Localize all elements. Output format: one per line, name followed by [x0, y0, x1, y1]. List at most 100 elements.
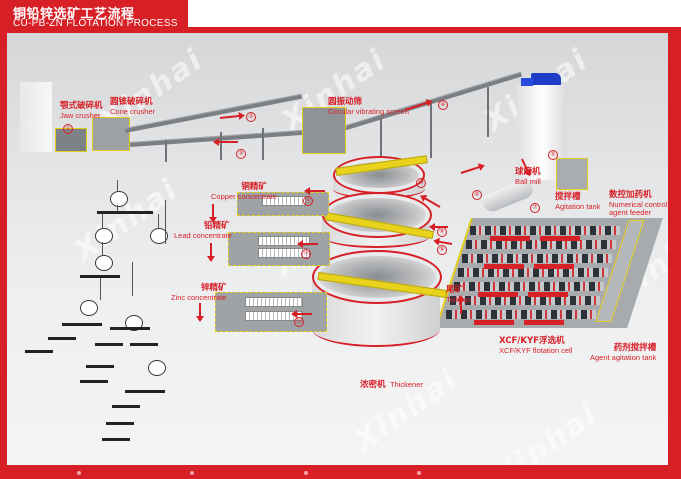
flowsheet-classifier-bar	[80, 275, 120, 278]
page-title-en: CU-PB-ZN FLOTATION PROCESS	[13, 18, 178, 29]
flowsheet-node	[80, 300, 98, 316]
flow-arrow	[218, 141, 238, 143]
label-numerical-control-agent-feeder: 数控加药机 Numerical control agent feeder	[609, 190, 669, 218]
cell-tag	[474, 320, 514, 325]
label-cn: 尾矿	[446, 285, 464, 295]
cell-tag	[528, 292, 568, 297]
decoration-dot	[417, 471, 421, 475]
flow-arrow	[296, 313, 312, 315]
label-en: XCF/KYF flotation cell	[499, 345, 573, 355]
step-marker: ⑨	[437, 245, 447, 255]
flotation-cell-row	[450, 296, 600, 305]
zinc-filter-press	[245, 311, 303, 321]
cell-tag	[540, 236, 580, 241]
step-marker: ⑦	[530, 203, 540, 213]
label-copper-concentrate: 铜精矿 Copper concentrate	[211, 182, 277, 201]
flowsheet-connector	[102, 242, 103, 255]
conveyor-leg	[430, 103, 432, 158]
flowsheet-connector	[117, 180, 118, 191]
label-thickener: 浓密机 Thickener	[360, 374, 423, 392]
label-jaw-crusher: 颚式破碎机 Jaw crusher	[60, 101, 103, 120]
flowsheet-connector	[100, 278, 101, 300]
flotation-cell-row	[454, 282, 604, 291]
lead-filter-press	[258, 236, 310, 246]
silo-roof	[531, 73, 561, 85]
cell-tag	[484, 264, 524, 269]
step-marker: ⑬	[294, 317, 304, 327]
flow-arrow	[199, 303, 201, 317]
decoration-dot	[304, 471, 308, 475]
circular-vibrating-screen-machine	[302, 107, 346, 154]
flotation-cell-row	[466, 240, 616, 249]
label-cone-crusher: 圆锥破碎机 Cone crusher	[110, 97, 156, 116]
cell-tag	[478, 292, 518, 297]
step-marker: ⑩	[416, 178, 426, 188]
flowsheet-connector	[117, 205, 118, 211]
flotation-cell-row	[458, 268, 608, 277]
label-en: Tailings	[446, 294, 472, 304]
conveyor-leg	[220, 132, 222, 160]
flow-arrow	[212, 204, 214, 218]
label-flotation-cell: XCF/KYF浮选机 XCF/KYF flotation cell	[499, 336, 573, 355]
label-en: Agitation tank	[555, 201, 601, 211]
step-marker: ②	[246, 112, 256, 122]
agitation-tank-machine	[556, 158, 588, 190]
bottom-frame-decoration	[0, 468, 681, 479]
flotation-cell-row	[462, 254, 612, 263]
process-flowsheet	[20, 180, 170, 460]
flotation-cell-row	[446, 310, 596, 319]
label-agitation-tank: 搅拌槽 Agitation tank	[555, 192, 601, 211]
label-en: Lead concentrate	[174, 230, 232, 240]
label-cn: 球磨机	[515, 167, 541, 177]
label-en: Agent agitation tank	[590, 352, 657, 362]
conveyor-leg	[380, 118, 382, 158]
conveyor-leg	[165, 140, 167, 162]
flotation-cell-row	[470, 226, 620, 235]
label-cn: 铅精矿	[204, 221, 230, 231]
step-marker: ⑤	[548, 150, 558, 160]
decoration-dot	[77, 471, 81, 475]
label-ball-mill: 球磨机 Ball mill	[515, 167, 541, 186]
label-agent-agitation-tank: 药剂搅拌槽 Agent agitation tank	[590, 343, 657, 362]
label-en: Numerical control agent feeder	[609, 199, 668, 218]
flowsheet-flotation-bar	[25, 350, 53, 353]
label-cn: 铜精矿	[241, 182, 267, 192]
crusher-building	[20, 82, 52, 152]
step-marker: ⑧	[437, 227, 447, 237]
label-cn: 颚式破碎机	[60, 101, 103, 111]
flowsheet-flotation-bar	[95, 343, 123, 346]
flow-arrow	[302, 243, 318, 245]
flowsheet-connector	[132, 262, 133, 296]
label-en: Copper concentrate	[211, 191, 277, 201]
step-marker: ①	[63, 124, 73, 134]
flowsheet-node	[148, 360, 166, 376]
flowsheet-flotation-bar	[102, 438, 130, 441]
label-cn: 浓密机	[360, 380, 386, 390]
step-marker: ③	[236, 149, 246, 159]
label-en: Cone crusher	[110, 106, 156, 116]
label-cn: 锌精矿	[201, 283, 227, 293]
silo-roof-annex	[521, 78, 533, 86]
label-en: Jaw crusher	[60, 110, 101, 120]
label-en: Ball mill	[515, 176, 541, 186]
flow-arrow	[210, 243, 212, 257]
flowsheet-connector	[165, 200, 166, 244]
label-zinc-concentrate: 锌精矿 Zinc concentrate	[171, 283, 227, 302]
flowsheet-flotation-bar	[125, 390, 165, 393]
flowsheet-flotation-bar	[106, 422, 134, 425]
flowsheet-screen-bar	[97, 211, 153, 214]
watermark: Xinhai	[487, 397, 605, 465]
label-cn: 数控加药机	[609, 190, 652, 200]
cone-crusher-machine	[92, 117, 130, 151]
label-en: Circular vibrating screen	[328, 106, 409, 116]
conveyor-leg	[262, 128, 264, 160]
flowsheet-flotation-bar	[110, 327, 150, 330]
page-title-cn: 铜铅锌选矿工艺流程	[13, 7, 135, 22]
step-marker: ⑥	[472, 190, 482, 200]
flowsheet-connector	[158, 214, 159, 228]
label-cn: XCF/KYF浮选机	[499, 336, 565, 346]
flowsheet-node	[150, 228, 168, 244]
label-en: Zinc concentrate	[171, 292, 227, 302]
step-marker: ④	[438, 100, 448, 110]
header-spacer	[188, 0, 681, 27]
